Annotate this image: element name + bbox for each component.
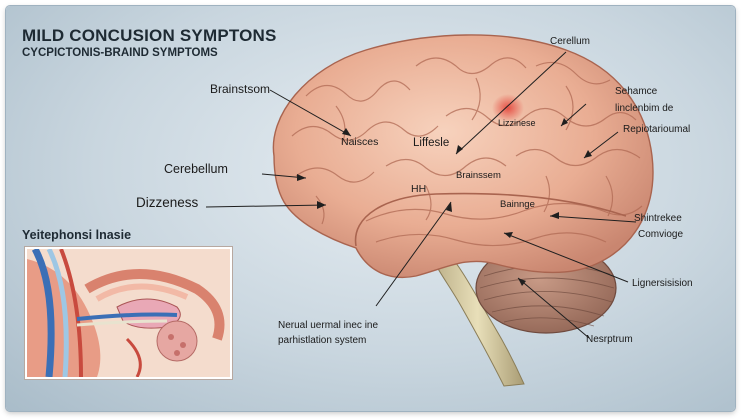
- inset-anatomy: [27, 249, 230, 377]
- inset-title: Yeitephonsi lnasie: [22, 228, 132, 242]
- inset-illustration: [25, 247, 232, 379]
- label-dizzeness: Dizzeness: [136, 195, 199, 210]
- diagram-canvas: MILD CONCUSION SYMPTONS CYCPICTONIS-BRAI…: [6, 6, 735, 411]
- label-nesrptrum: Nesrptrum: [586, 334, 633, 345]
- label-cerebellum-left: Cerebellum: [164, 162, 228, 176]
- label-liffesle: Liffesle: [413, 137, 450, 149]
- label-lignersisision: Lignersisision: [632, 278, 693, 289]
- label-lizzinese: Lizzinese: [498, 118, 536, 128]
- label-bainnge: Bainnge: [500, 199, 535, 210]
- diagram-subtitle: CYCPICTONIS-BRAIND SYMPTOMS: [22, 47, 218, 59]
- label-naisces: Naisces: [341, 136, 379, 148]
- label-sehamce: Sehamce: [615, 86, 658, 97]
- label-nerual-line2: parhistlation system: [278, 335, 367, 346]
- label-repiotarioumal: Repiotarioumal: [623, 124, 691, 135]
- label-brainstsom: Brainstsom: [210, 82, 271, 96]
- label-nerual-line1: Nerual uermal inec ine: [278, 320, 379, 331]
- label-shintrekee: Shintrekee: [634, 213, 682, 224]
- injury-highlight: [492, 94, 524, 122]
- brain-illustration: [205, 34, 654, 387]
- label-cerellum: Cerellum: [550, 36, 591, 47]
- label-brainssem: Brainssem: [456, 170, 501, 181]
- label-linclenbim: linclenbim de: [615, 103, 674, 114]
- diagram-title: MILD CONCUSION SYMPTONS: [22, 26, 277, 45]
- label-comvioge: Comvioge: [638, 229, 684, 240]
- label-hh: HH: [411, 183, 427, 195]
